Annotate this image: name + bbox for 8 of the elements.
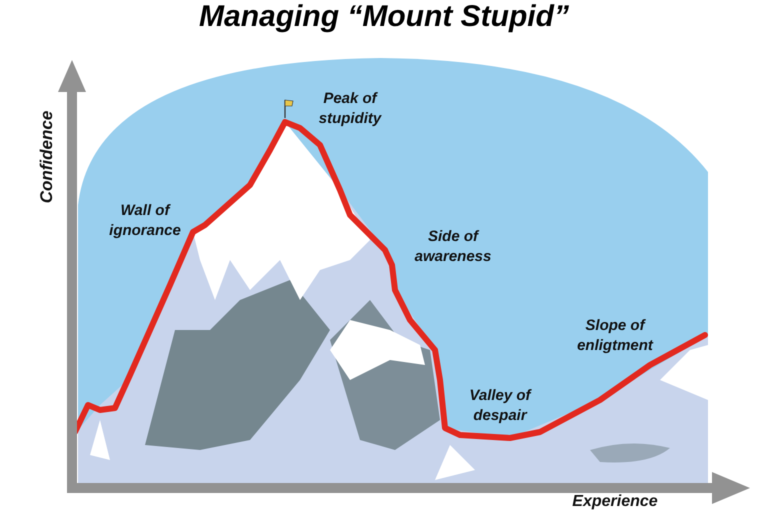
x-axis-label: Experience: [571, 492, 659, 512]
stage-label: Slope of enligtment: [576, 316, 654, 356]
stage-label: Valley of despair: [468, 386, 533, 426]
stage-label: Side of awareness: [414, 227, 492, 267]
chart-title: Managing “Mount Stupid”: [198, 0, 570, 34]
stage-label: Peak of stupidity: [318, 89, 383, 129]
y-axis-label: Confidence: [37, 110, 57, 206]
stage-label: Wall of ignorance: [108, 201, 182, 241]
